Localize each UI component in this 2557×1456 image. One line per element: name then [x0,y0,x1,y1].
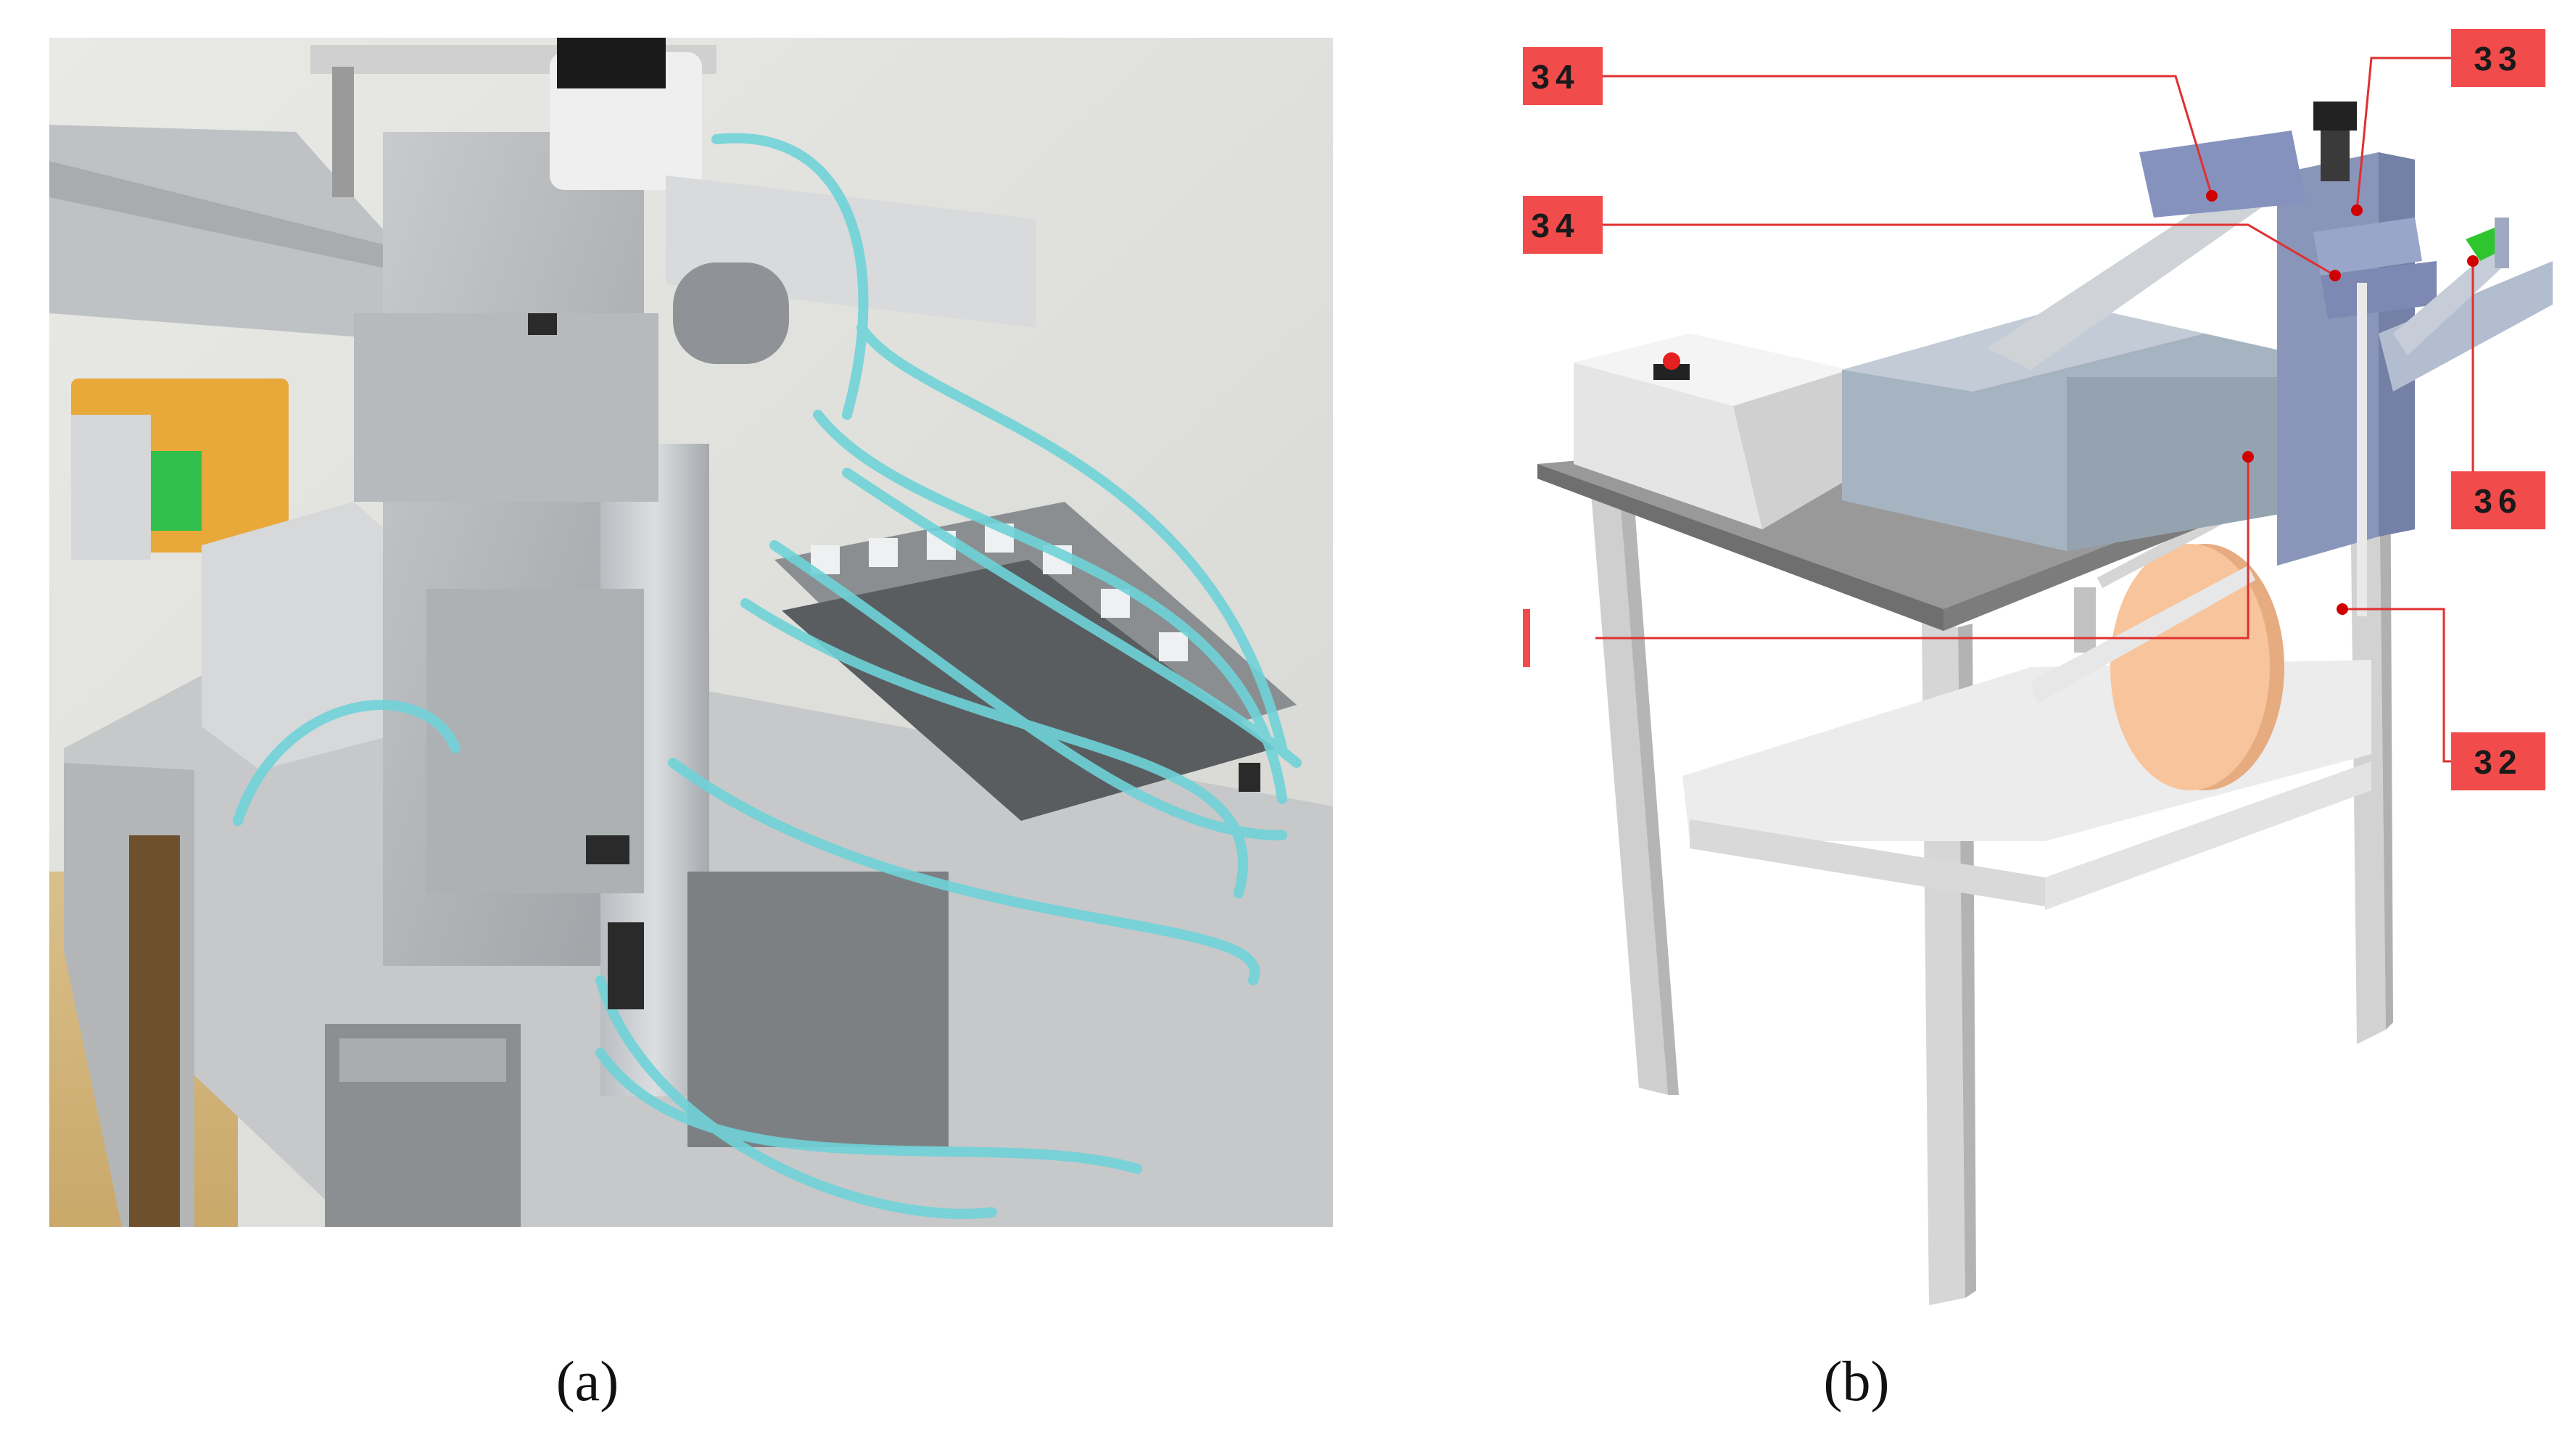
callout-36: 36 [2451,471,2545,529]
callout-32: 32 [2451,732,2545,790]
callout-34-middle: 34 [1523,196,1603,254]
svg-text:36: 36 [2474,482,2522,520]
machine-photo [49,38,1333,1227]
callout-35: 35 [1523,609,1530,667]
panel-a-caption: (a) [555,1349,619,1412]
svg-text:32: 32 [2474,743,2522,781]
sensor-bracket [2379,218,2553,392]
machine-3d-model: 34 33 34 36 35 32 [1523,29,2553,1305]
callout-34-top: 34 [1523,47,1603,105]
feed-trough [1842,167,2400,551]
leader-dots [2206,190,2479,615]
control-box [1574,334,1849,529]
svg-text:34: 34 [1531,207,1579,244]
svg-text:33: 33 [2474,40,2522,78]
photo-panel [49,38,1333,1227]
tape-reel [2031,482,2284,790]
panel-b-caption: (b) [1823,1349,1890,1412]
model-panel: 34 33 34 36 35 32 [1523,29,2557,1349]
callout-33: 33 [2451,29,2545,87]
svg-text:34: 34 [1531,58,1579,96]
